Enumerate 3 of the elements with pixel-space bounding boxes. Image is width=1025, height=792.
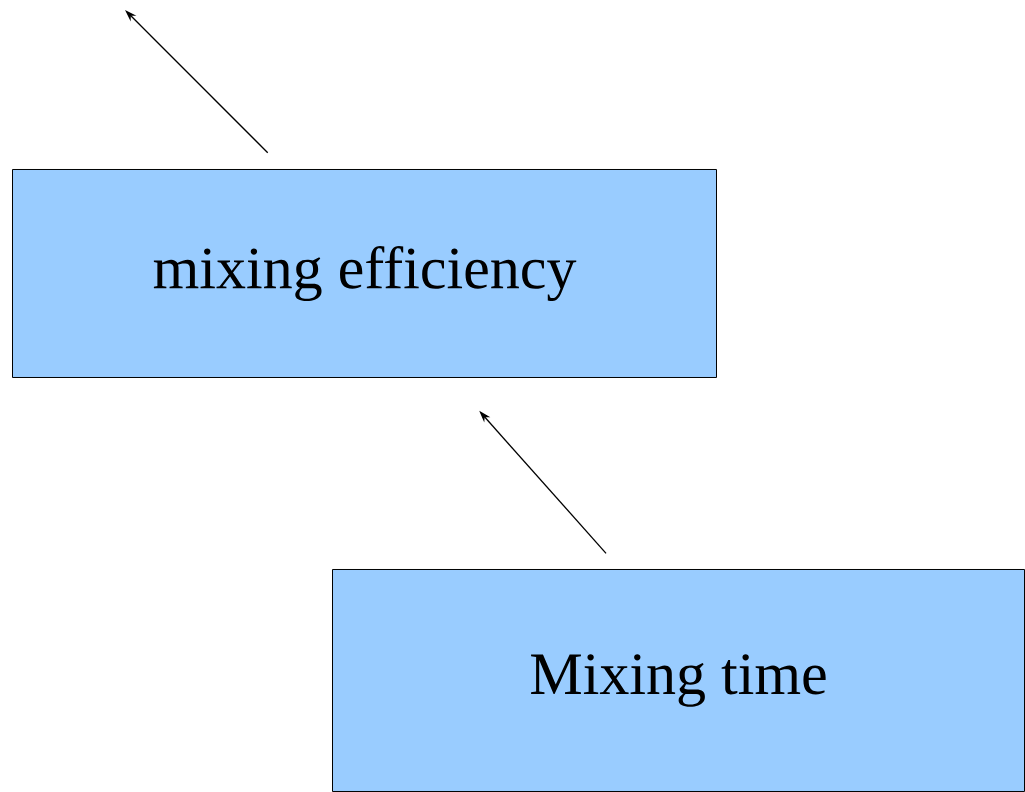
process-box: Mixing time <box>332 569 1025 792</box>
process-box: mixing efficiency <box>12 169 717 378</box>
arrow <box>125 10 269 154</box>
